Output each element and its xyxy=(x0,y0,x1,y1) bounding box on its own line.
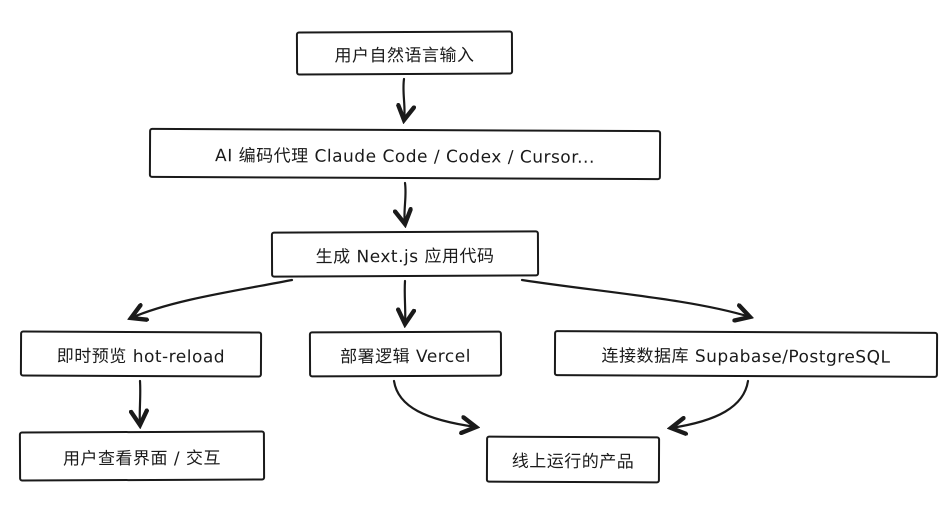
arrow-input-to-agent xyxy=(403,77,404,120)
node-generate-nextjs-code-label: 生成 Next.js 应用代码 xyxy=(315,246,495,267)
arrow-database-to-product xyxy=(671,379,750,428)
node-ai-coding-agent-label: AI 编码代理 Claude Code / Codex / Cursor... xyxy=(215,145,595,168)
node-deploy-vercel: 部署逻辑 Vercel xyxy=(308,330,503,378)
node-deploy-vercel-label: 部署逻辑 Vercel xyxy=(340,346,471,367)
arrow-generate-to-deploy xyxy=(405,279,406,324)
node-instant-preview: 即时预览 hot-reload xyxy=(19,330,263,378)
node-user-input: 用户自然语言输入 xyxy=(295,30,514,76)
node-live-product: 线上运行的产品 xyxy=(485,435,661,484)
node-connect-database: 连接数据库 Supabase/PostgreSQL xyxy=(553,330,939,378)
node-ai-coding-agent: AI 编码代理 Claude Code / Codex / Cursor... xyxy=(148,127,662,181)
arrow-agent-to-generate xyxy=(404,181,405,224)
arrow-deploy-to-product xyxy=(392,379,476,427)
node-live-product-label: 线上运行的产品 xyxy=(511,451,635,473)
arrow-generate-to-preview xyxy=(131,278,294,318)
node-user-view-interact: 用户查看界面 / 交互 xyxy=(18,430,266,482)
arrow-preview-to-userview xyxy=(140,379,141,425)
node-user-view-interact-label: 用户查看界面 / 交互 xyxy=(62,448,222,469)
arrow-generate-to-database xyxy=(520,278,750,317)
node-user-input-label: 用户自然语言输入 xyxy=(334,45,475,66)
node-instant-preview-label: 即时预览 hot-reload xyxy=(56,346,226,367)
node-generate-nextjs-code: 生成 Next.js 应用代码 xyxy=(270,230,540,278)
node-connect-database-label: 连接数据库 Supabase/PostgreSQL xyxy=(601,345,891,368)
